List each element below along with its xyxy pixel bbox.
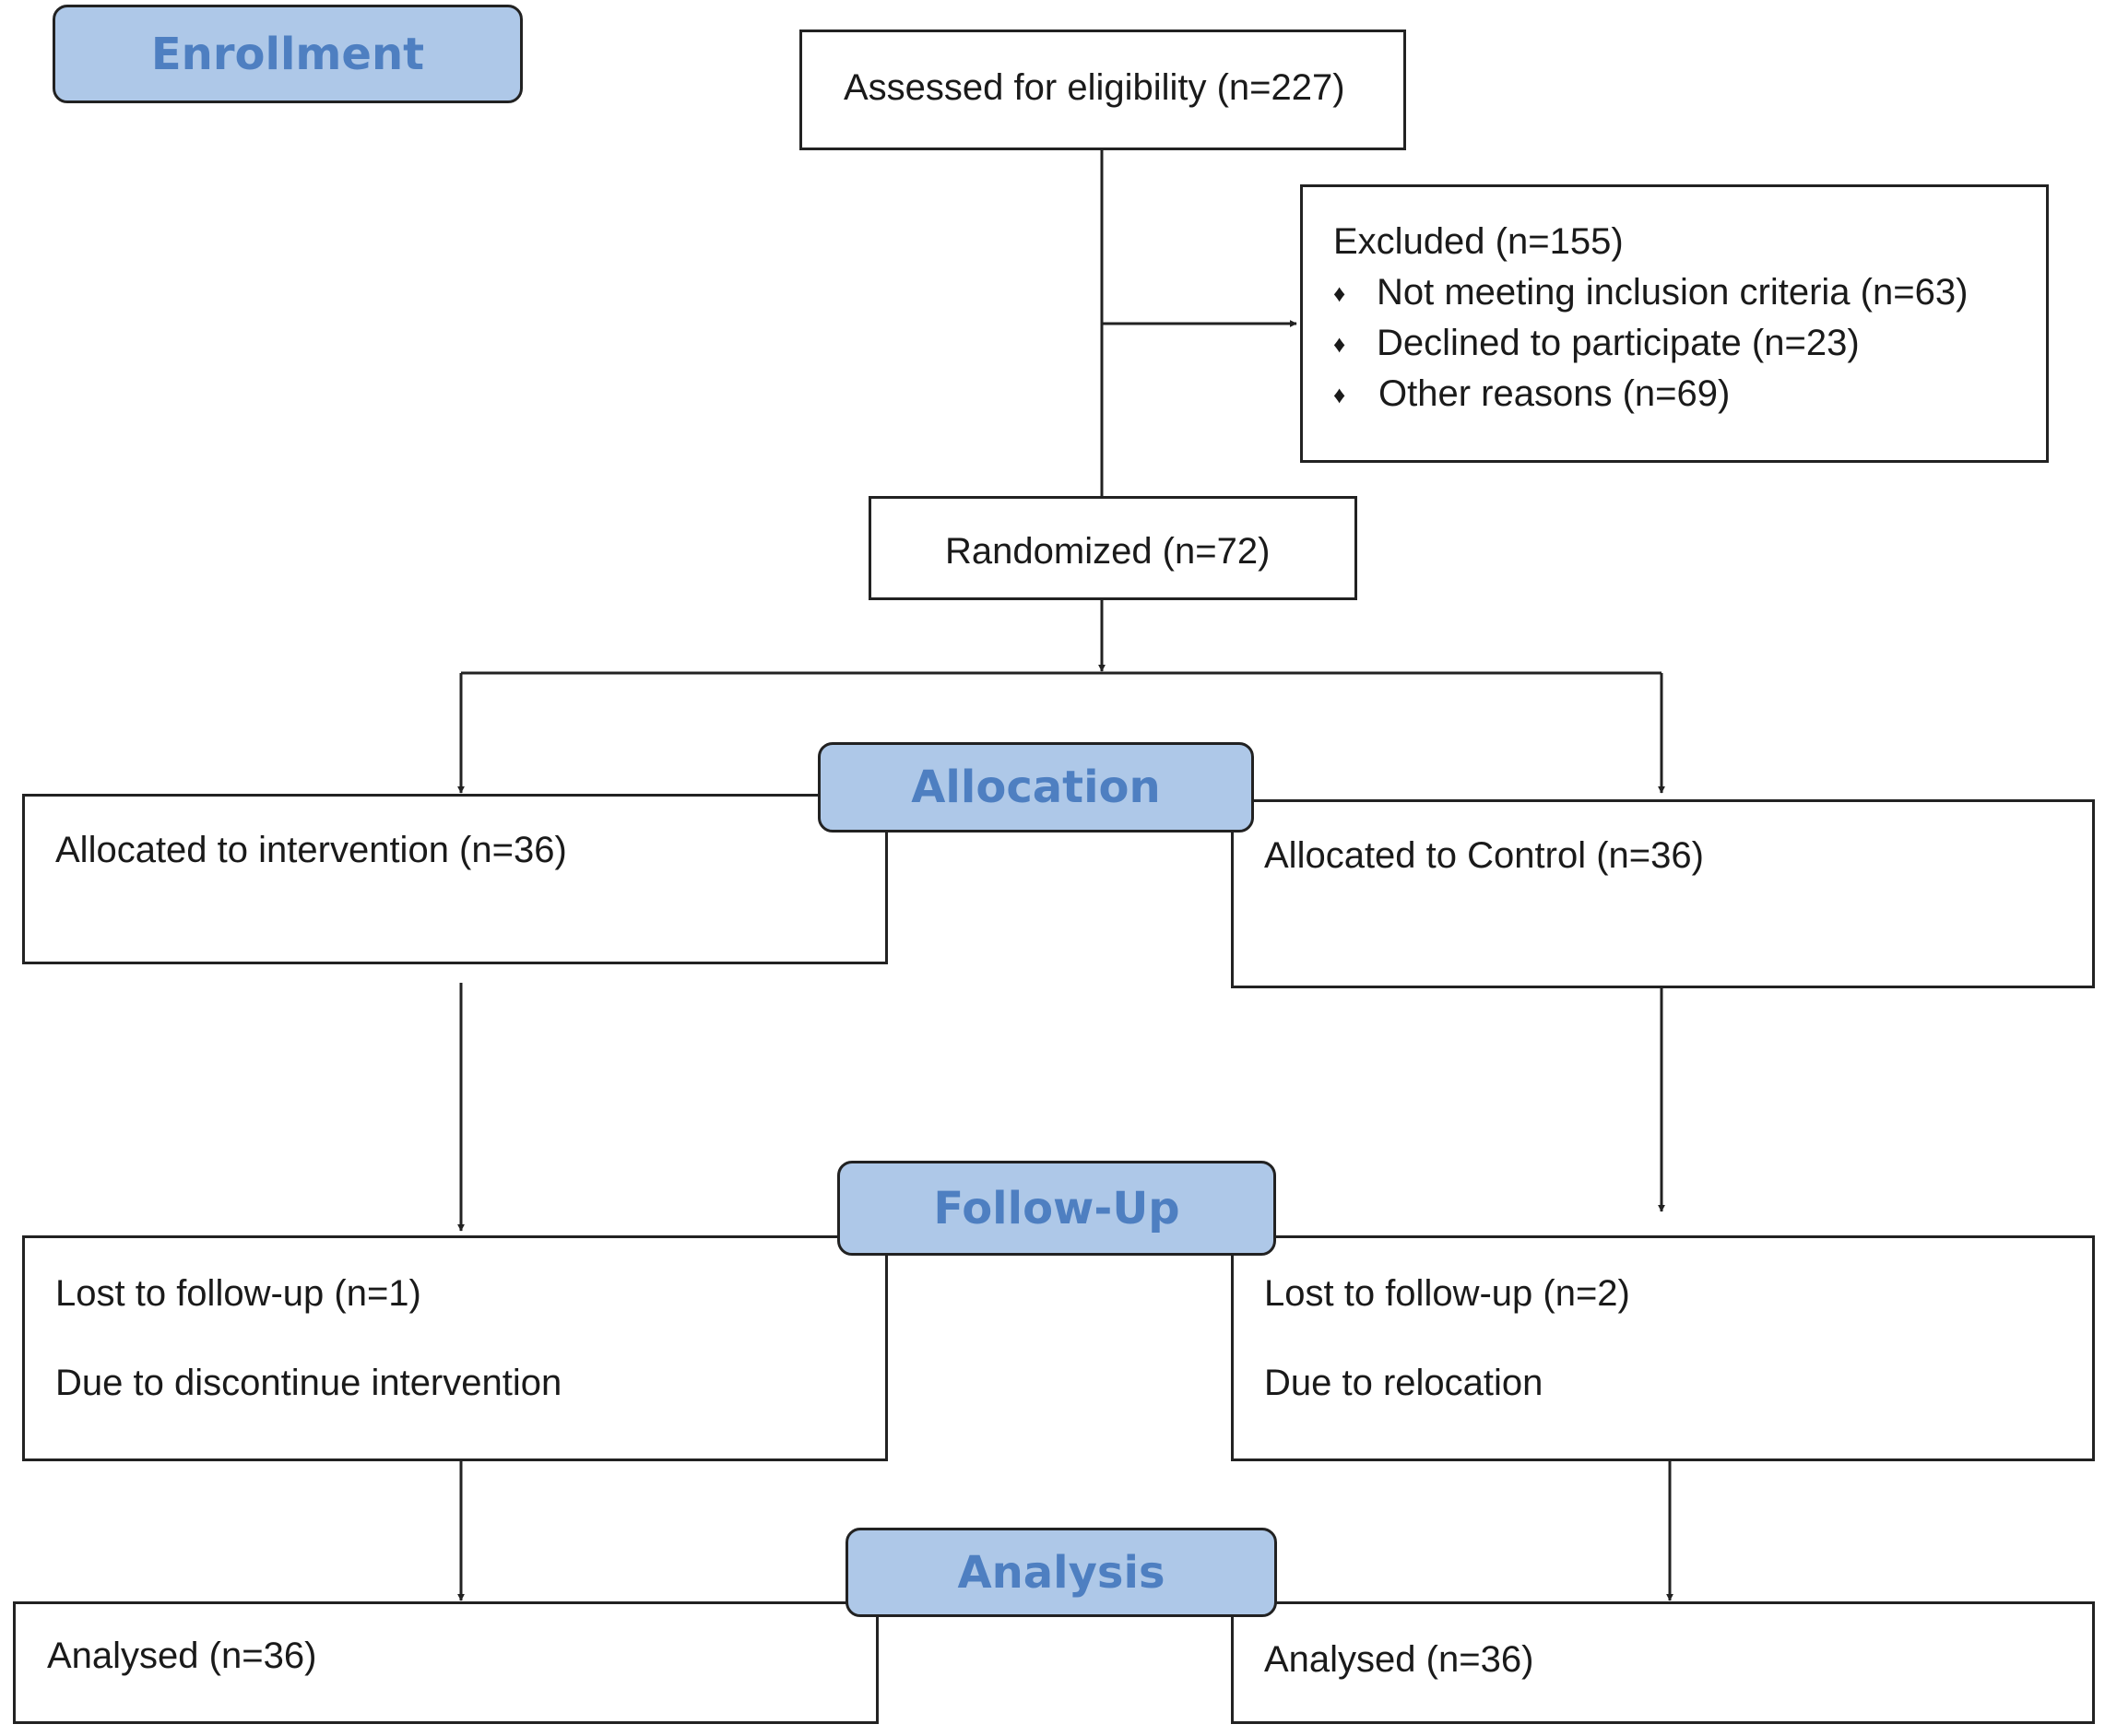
stage-label-allocation: Allocation [818,742,1254,833]
bullet-diamond-icon: ♦ [1333,381,1346,408]
stage-label-allocation-text: Allocation [911,762,1161,813]
stage-label-analysis-text: Analysis [957,1546,1165,1599]
stage-label-follow-up: Follow-Up [837,1161,1276,1256]
stage-label-enrollment-text: Enrollment [150,28,425,80]
allocation-control-text: Allocated to Control (n=36) [1264,835,1704,876]
assessed-box: Assessed for eligibility (n=227) [799,30,1406,150]
stage-label-analysis: Analysis [846,1528,1277,1617]
followup-control-box: Lost to follow-up (n=2) Due to relocatio… [1231,1235,2095,1461]
excluded-reason-not-meeting-criteria: Not meeting inclusion criteria (n=63) [1377,272,1969,313]
excluded-box: Excluded (n=155) ♦ Not meeting inclusion… [1300,184,2049,463]
followup-intervention-reason: Due to discontinue intervention [55,1363,562,1403]
excluded-title: Excluded (n=155) [1333,221,1624,262]
allocation-intervention-text: Allocated to intervention (n=36) [55,830,567,870]
randomized-text: Randomized (n=72) [945,531,1271,572]
analysis-control-text: Analysed (n=36) [1264,1639,1534,1680]
stage-label-follow-up-text: Follow-Up [933,1182,1180,1234]
assessed-text: Assessed for eligibility (n=227) [844,67,1345,108]
followup-control-reason: Due to relocation [1264,1363,1543,1403]
analysis-intervention-text: Analysed (n=36) [47,1636,317,1676]
allocation-control-box: Allocated to Control (n=36) [1231,799,2095,988]
followup-control-lost: Lost to follow-up (n=2) [1264,1273,1630,1314]
allocation-intervention-box: Allocated to intervention (n=36) [22,794,888,964]
randomized-box: Randomized (n=72) [869,496,1357,600]
excluded-reason-declined: Declined to participate (n=23) [1377,323,1860,363]
stage-label-enrollment: Enrollment [53,5,523,103]
excluded-reason-other: Other reasons (n=69) [1378,373,1731,414]
analysis-control-box: Analysed (n=36) [1231,1601,2095,1724]
bullet-diamond-icon: ♦ [1333,279,1346,307]
followup-intervention-box: Lost to follow-up (n=1) Due to discontin… [22,1235,888,1461]
analysis-intervention-box: Analysed (n=36) [13,1601,879,1724]
followup-intervention-lost: Lost to follow-up (n=1) [55,1273,421,1314]
bullet-diamond-icon: ♦ [1333,330,1346,358]
